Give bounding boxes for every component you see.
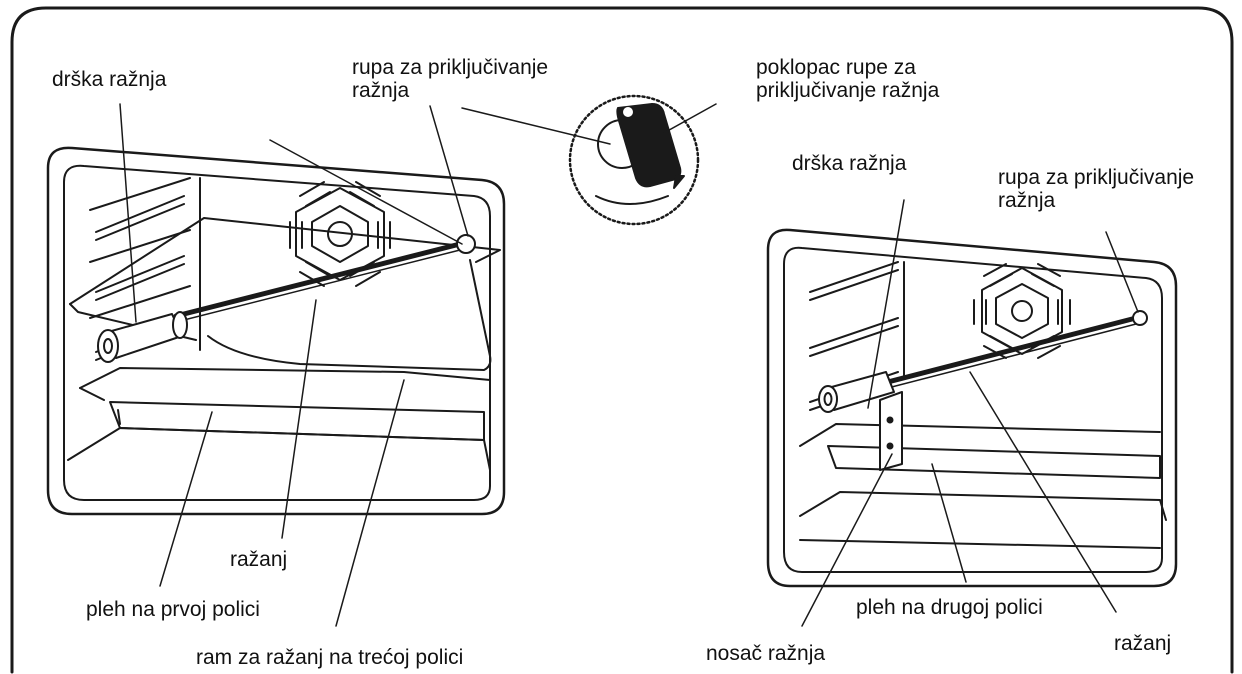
- label-right-spit-hole: rupa za priključivanje ražnja: [998, 166, 1194, 212]
- label-hole-cover-line1: poklopac rupe za: [756, 56, 916, 79]
- label-right-spit-hole-line2: ražnja: [998, 189, 1056, 212]
- label-left-spit: ražanj: [230, 548, 288, 571]
- leader-lines: [119, 103, 1139, 627]
- right-spit-support: [879, 391, 903, 471]
- right-spit-handle: [818, 371, 895, 413]
- right-lower-shelves: [799, 491, 1167, 549]
- label-tray-first-shelf: pleh na prvoj polici: [86, 598, 260, 621]
- label-left-spit-hole-line2: ražnja: [352, 79, 410, 102]
- label-spit-support: nosač ražnja: [706, 642, 826, 665]
- label-left-spit-hole-line1: rupa za priključivanje: [352, 56, 549, 79]
- label-right-spit: ražanj: [1114, 632, 1172, 655]
- label-left-spit-hole: rupa za priključivanje ražnja: [352, 56, 548, 102]
- diagram-frame: [10, 6, 1234, 674]
- label-right-spit-hole-line1: rupa za priključivanje: [998, 166, 1195, 189]
- right-fan-cover: [973, 263, 1071, 359]
- label-hole-cover: poklopac rupe za priključivanje ražnja: [756, 56, 939, 102]
- left-spit-handle: [97, 311, 188, 363]
- label-right-spit-handle: drška ražnja: [792, 152, 907, 175]
- left-oven-cavity: [46, 146, 506, 516]
- label-left-spit-handle: drška ražnja: [52, 68, 167, 91]
- right-spit: [877, 310, 1148, 391]
- left-spit: [173, 234, 476, 323]
- label-tray-second-shelf: pleh na drugoj polici: [856, 596, 1043, 619]
- left-spit-frame-shelf: [79, 367, 491, 401]
- left-bottom-shelf: [67, 427, 491, 471]
- right-tray-second-shelf: [799, 423, 1161, 479]
- label-spit-frame-third-shelf: ram za ražanj na trećoj polici: [196, 646, 464, 669]
- label-hole-cover-line2: priključivanje ražnja: [756, 79, 940, 102]
- hole-cover-detail: [568, 94, 700, 226]
